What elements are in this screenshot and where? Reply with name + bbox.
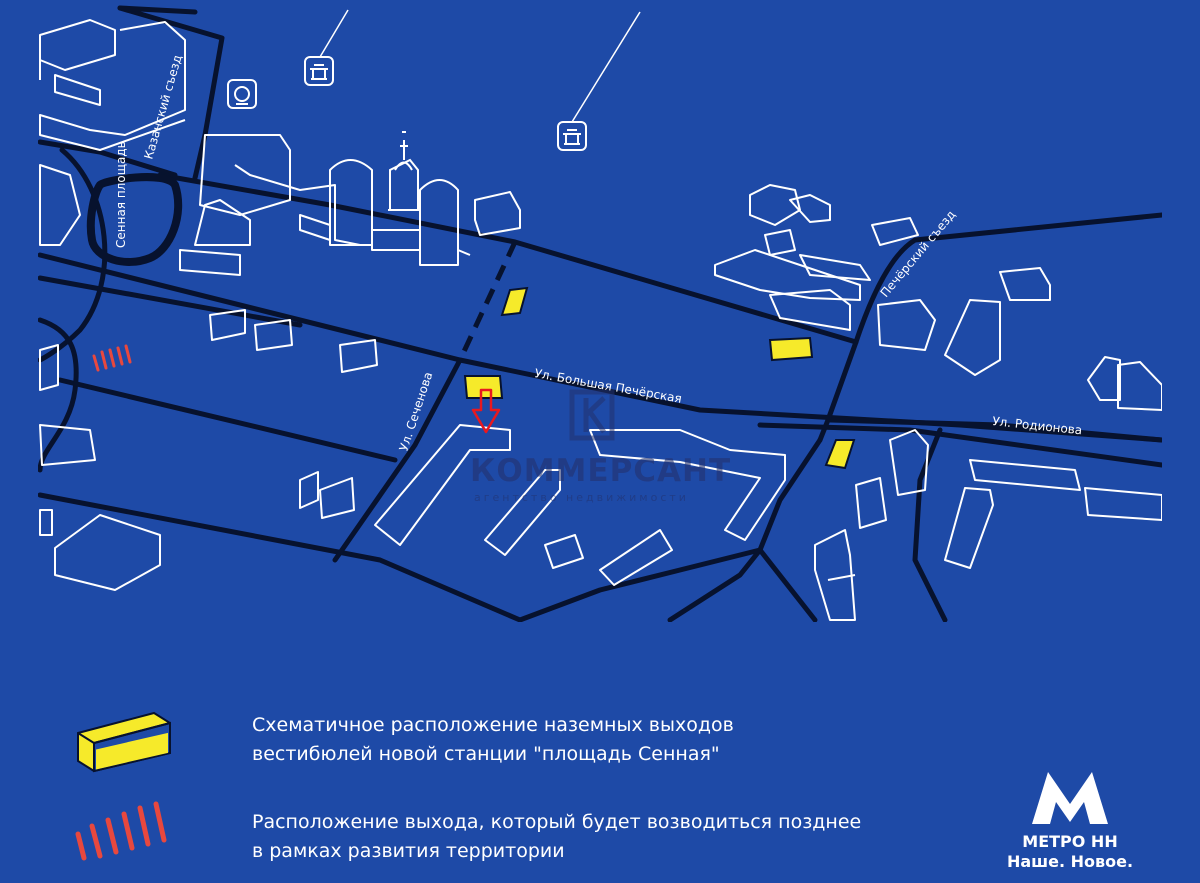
building (209, 309, 246, 341)
building (1084, 487, 1162, 521)
building (589, 429, 786, 541)
road-upper (157, 172, 859, 345)
metro-exit-marker (768, 336, 814, 362)
kommersant-k-icon (569, 389, 615, 441)
legend-text-exits: Схематичное расположение наземных выходо… (252, 714, 734, 765)
legend-text-future-exit: Расположение выхода, который будет возво… (252, 811, 862, 862)
road-rodionova (827, 417, 1162, 443)
red-arrow-down-icon (471, 388, 501, 434)
street-label-kazansky: Казанский съезд (141, 53, 184, 161)
building (855, 477, 887, 529)
building (544, 534, 584, 569)
landmark-icon (227, 79, 257, 109)
road-left-lower (38, 492, 523, 622)
building (877, 299, 936, 351)
road-rodionova-lower (757, 422, 1162, 468)
building (371, 229, 471, 256)
building (39, 509, 53, 536)
building (749, 184, 801, 226)
building (889, 429, 929, 496)
building (944, 487, 994, 569)
street-label-rodionova: Ул. Родионова (992, 414, 1083, 437)
roads (38, 5, 1162, 622)
building (39, 19, 116, 80)
map-canvas: Казанский съезд Сенная площадь Ул. Больш… (38, 5, 1162, 622)
building (54, 74, 101, 106)
pointer-line (571, 11, 641, 123)
building (374, 424, 511, 546)
road-right-down-b (757, 547, 818, 622)
building (329, 159, 373, 246)
building (1117, 361, 1162, 411)
road-b-pecherskaya-upper (38, 252, 1162, 443)
building (299, 214, 331, 241)
buildings (39, 19, 1162, 621)
road-ring (86, 173, 183, 266)
logo-name: МЕТРО НН (1022, 832, 1118, 851)
building (969, 459, 1081, 491)
building (254, 319, 293, 351)
building (199, 134, 291, 216)
building (944, 299, 1001, 376)
building (484, 469, 561, 556)
building (799, 254, 871, 281)
street-label-b-pecherskaya: Ул. Большая Печёрская (533, 366, 682, 406)
building (999, 267, 1051, 301)
building (599, 529, 673, 586)
building (319, 477, 355, 519)
future-exit-marker (92, 344, 132, 372)
road-b-pecherskaya-lower (38, 275, 303, 328)
road-left-curve (38, 317, 79, 473)
building (339, 339, 378, 373)
metro-exit-marker (463, 375, 504, 399)
road-lower-mid (517, 547, 763, 622)
metro-exit-marker (500, 286, 529, 317)
building (769, 289, 851, 331)
street-label-sennaya: Сенная площадь (114, 141, 128, 248)
building (789, 194, 831, 223)
road-sechenova (332, 357, 463, 563)
metro-logo: МЕТРО НН Наше. Новое. (1000, 770, 1140, 872)
watermark-name: КОММЕРСАНТ (470, 453, 732, 489)
building (871, 217, 919, 246)
building (714, 249, 861, 301)
building (39, 424, 96, 466)
building (39, 344, 59, 391)
road-top-left-edge (117, 5, 198, 15)
building (764, 229, 796, 256)
pointer-line (319, 9, 349, 58)
yellow-exits (463, 286, 856, 470)
building (299, 471, 319, 509)
building (474, 191, 521, 236)
watermark-sub: агентство недвижимости (474, 491, 689, 504)
metro-exit-marker (824, 439, 856, 470)
road-kazansky (38, 139, 178, 178)
building (39, 21, 186, 151)
planned-passage (457, 240, 518, 362)
church-icon (388, 131, 420, 211)
road-left-mid (57, 377, 398, 463)
metro-m-icon (1032, 772, 1108, 824)
road-pechersky (853, 212, 1162, 345)
road-top-left (117, 5, 225, 181)
road-pechersky-down (817, 339, 859, 443)
road-right-down-c (912, 427, 948, 622)
building (39, 164, 81, 246)
building (179, 249, 241, 276)
building (234, 164, 361, 246)
building (194, 199, 251, 246)
metro-entrance-icon (557, 121, 587, 151)
building (419, 179, 459, 266)
logo-slogan: Наше. Новое. (1006, 852, 1134, 871)
road-sennaya-curve-left (38, 147, 108, 363)
building (54, 514, 161, 591)
metro-entrance-icon (304, 56, 334, 86)
yellow-exit-icon (77, 711, 171, 773)
red-future-exit-icon (75, 801, 167, 861)
building (1087, 356, 1121, 401)
building (814, 529, 856, 621)
